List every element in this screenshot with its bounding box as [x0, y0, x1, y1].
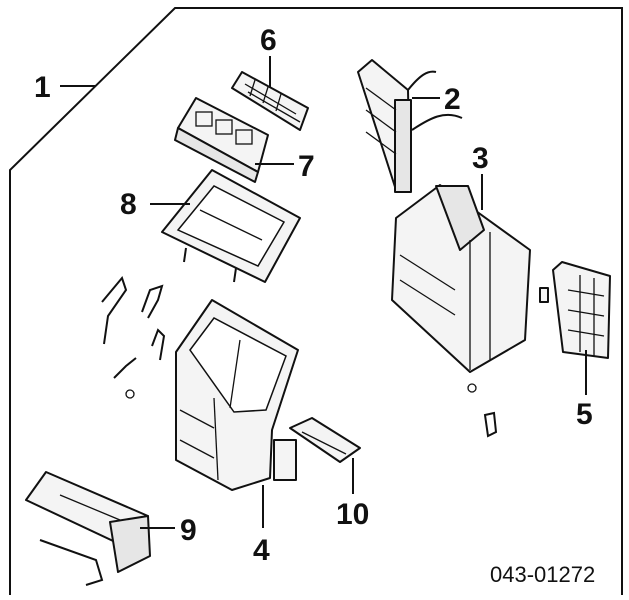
- callout-8: 8: [120, 188, 137, 221]
- part-5-filter-screen: [552, 261, 611, 359]
- linkage-parts: [101, 275, 166, 399]
- callout-6: 6: [260, 24, 277, 57]
- part-7-vent-block: [174, 97, 269, 183]
- part-3-evaporator-housing: [391, 184, 549, 438]
- callout-5: 5: [576, 398, 593, 431]
- callout-7: 7: [298, 150, 315, 183]
- part-8-frame: [161, 169, 301, 283]
- leader-lines: [60, 56, 587, 529]
- assembly-frame: [9, 7, 623, 595]
- callout-10: 10: [336, 498, 369, 531]
- callout-1: 1: [34, 71, 51, 104]
- callout-9: 9: [180, 514, 197, 547]
- diagram-code: 043-01272: [490, 562, 595, 587]
- part-6-grille: [231, 71, 309, 131]
- part-4-main-housing: [175, 299, 299, 491]
- part-9-blower-duct: [25, 471, 151, 586]
- callout-3: 3: [472, 142, 489, 175]
- callout-4: 4: [253, 534, 270, 567]
- part-2-heater-core: [357, 59, 463, 193]
- callout-2: 2: [444, 83, 461, 116]
- part-10-duct-plate: [289, 417, 361, 463]
